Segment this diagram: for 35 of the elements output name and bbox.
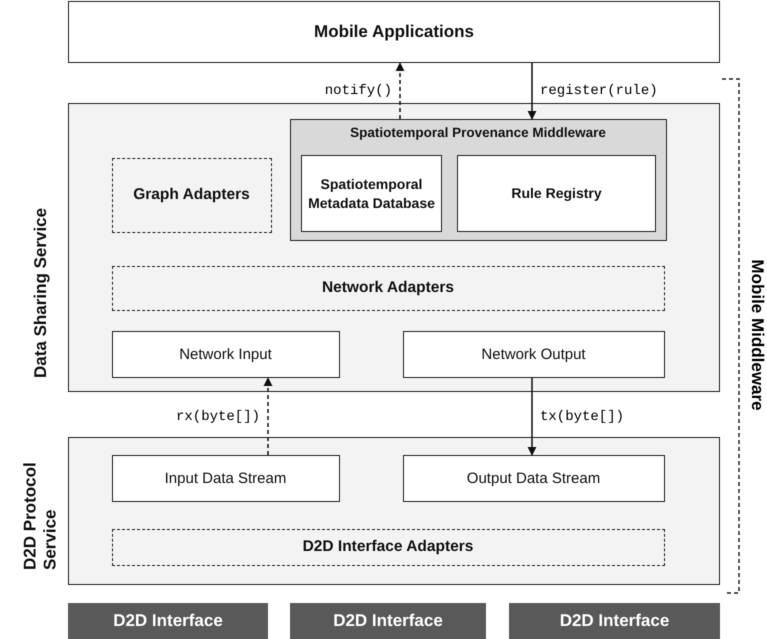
arrow bbox=[396, 62, 404, 119]
interface-bar bbox=[68, 603, 268, 639]
node-label: Network Input bbox=[178, 346, 273, 362]
node-label: D2D Interface bbox=[558, 611, 670, 631]
interface-bar bbox=[509, 603, 720, 639]
arrow bbox=[528, 63, 536, 120]
node-label: Network Adapters bbox=[320, 279, 456, 297]
node-label: Input Data Stream bbox=[164, 470, 288, 486]
node-label: Spatiotemporal Metadata Database bbox=[307, 175, 436, 212]
component-box bbox=[402, 454, 664, 502]
node-label: Graph Adapters bbox=[132, 186, 251, 204]
node-label: Output Data Stream bbox=[466, 470, 602, 486]
adapter-box bbox=[112, 528, 664, 566]
node-label: Rule Registry bbox=[510, 184, 603, 203]
component-box bbox=[402, 330, 664, 378]
arrow bbox=[528, 378, 536, 456]
component-box bbox=[112, 330, 340, 378]
panel-heading: Data Sharing Service bbox=[30, 206, 51, 378]
node-label: Spatiotemporal Provenance Middleware bbox=[349, 124, 607, 140]
component-box bbox=[112, 454, 340, 502]
bracket-label: Mobile Middleware bbox=[747, 259, 767, 411]
adapter-box bbox=[112, 266, 664, 310]
adapter-box bbox=[112, 158, 272, 232]
node-label: D2D Interface bbox=[332, 611, 444, 631]
component-box bbox=[301, 155, 442, 232]
interface-bar bbox=[290, 603, 486, 639]
component-box bbox=[457, 155, 656, 232]
node-label: D2D Interface bbox=[112, 611, 224, 631]
arrow bbox=[264, 377, 272, 455]
middleware-box bbox=[290, 118, 666, 240]
node-label: D2D Interface Adapters bbox=[302, 538, 474, 556]
node-label: Mobile Applications bbox=[313, 22, 475, 42]
panel-heading: D2D Protocol Service bbox=[20, 461, 61, 570]
node-label: Network Output bbox=[480, 346, 587, 362]
app-box bbox=[68, 1, 720, 63]
